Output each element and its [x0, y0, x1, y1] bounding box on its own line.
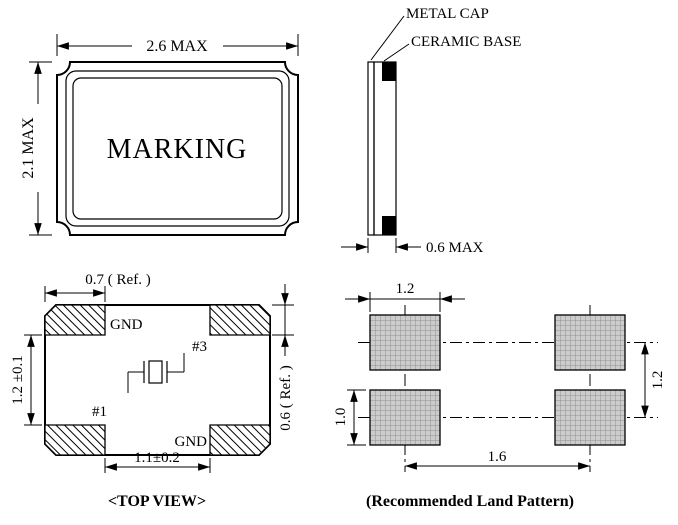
- dim-lpw-label: 1.2: [396, 281, 415, 297]
- corner-pad-bottom-left: [44, 424, 106, 456]
- marking-label: MARKING: [107, 134, 248, 165]
- cap-seam-inner: [72, 77, 283, 220]
- corner-pad-bottom-right: [209, 424, 271, 456]
- leader-metal-cap: [370, 15, 405, 61]
- land-pad-bottom-left: [369, 389, 441, 446]
- corner-pad-top-right: [209, 304, 271, 336]
- land-pad-top-right: [554, 314, 626, 371]
- pad-top-view: GND #3 #1 GND 0.7 ( Ref. ) 1.2 ±0.1 0.: [10, 272, 294, 510]
- pin3-label: #3: [192, 339, 207, 355]
- dim-thickness-label: 0.6 MAX: [426, 240, 484, 256]
- pin1-label: #1: [92, 404, 107, 420]
- crystal-symbol: [127, 353, 185, 393]
- dim-innerw-label: 1.1±0.2: [134, 450, 180, 466]
- top-view-caption: <TOP VIEW>: [108, 493, 206, 510]
- metal-cap-label: METAL CAP: [406, 6, 489, 22]
- cap-seam-outer: [65, 70, 290, 227]
- crystal-body: [148, 360, 163, 384]
- package-side-view: METAL CAP CERAMIC BASE 0.6 MAX: [341, 6, 521, 256]
- dim-width-label: 2.6 MAX: [146, 38, 208, 55]
- metal-cap-profile: [367, 61, 375, 236]
- ceramic-base-label: CERAMIC BASE: [411, 34, 521, 50]
- land-pattern-caption: (Recommended Land Pattern): [366, 493, 574, 510]
- gnd-bottom-label: GND: [175, 434, 208, 450]
- dim-padh-label: 0.6 ( Ref. ): [278, 365, 294, 430]
- land-pad-bottom-right: [554, 389, 626, 446]
- dim-innerh-label: 1.2 ±0.1: [10, 355, 26, 404]
- dim-padw-label: 0.7 ( Ref. ): [85, 272, 150, 288]
- base-pad-top: [382, 62, 396, 81]
- corner-pad-top-left: [44, 304, 106, 336]
- dim-rowpitch-label: 1.2: [650, 371, 666, 390]
- package-body-outline: [56, 61, 299, 236]
- dim-lph-label: 1.0: [333, 408, 349, 427]
- base-pad-bottom: [382, 216, 396, 235]
- ceramic-base-profile: [373, 61, 397, 236]
- land-pad-top-left: [369, 314, 441, 371]
- package-top-view: MARKING 2.6 MAX 2.1 MAX: [20, 34, 299, 236]
- gnd-top-label: GND: [110, 317, 143, 333]
- dim-colpitch-label: 1.6: [488, 449, 507, 465]
- dim-height-label: 2.1 MAX: [20, 117, 37, 179]
- leader-ceramic-base: [383, 43, 410, 62]
- land-pattern-view: 1.2 1.2 1.0 1.6 (Recommended Land Patter…: [333, 281, 666, 510]
